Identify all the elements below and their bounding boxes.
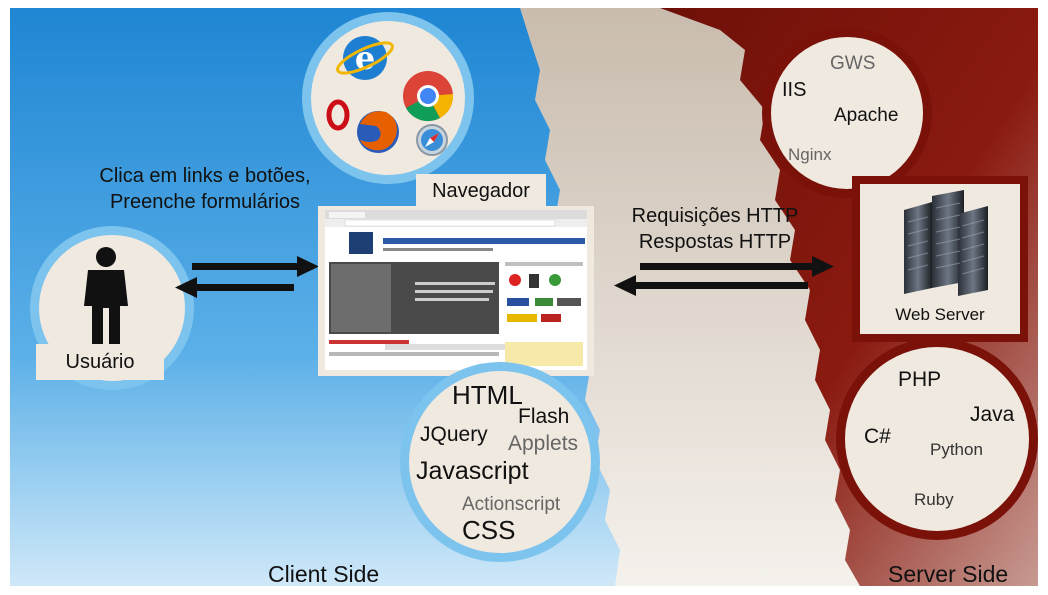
server-rack-icon xyxy=(904,190,988,296)
web-server-label: Web Server xyxy=(895,305,985,324)
browser-screenshot xyxy=(325,210,587,370)
tech-applets: Applets xyxy=(508,432,579,455)
lang-csharp: C# xyxy=(864,425,891,448)
lang-ruby: Ruby xyxy=(914,490,954,509)
server-languages-circle xyxy=(836,338,1038,540)
client-tech-circle xyxy=(400,362,600,562)
software-apache: Apache xyxy=(834,105,899,126)
arrow-left-icon xyxy=(175,277,294,298)
lang-java: Java xyxy=(970,403,1015,426)
safari-icon xyxy=(416,124,448,156)
arrow-right-icon xyxy=(192,256,319,277)
tech-flash: Flash xyxy=(518,405,570,428)
software-nginx: Nginx xyxy=(788,145,832,164)
server-software-circle xyxy=(762,28,932,198)
tech-css: CSS xyxy=(462,515,516,545)
browser-label-box xyxy=(416,174,546,208)
lang-php: PHP xyxy=(898,368,942,391)
user-action-line-1: Clica em links e botões, xyxy=(99,165,311,187)
arrow-left-icon xyxy=(614,275,808,296)
svg-text:e: e xyxy=(355,39,375,77)
tech-html: HTML xyxy=(452,380,523,410)
person-icon xyxy=(84,247,128,344)
opera-icon xyxy=(326,99,350,131)
user-action-line-2: Preenche formulários xyxy=(109,191,301,213)
internet-explorer-icon: e xyxy=(336,36,394,80)
tech-actionscript: Actionscript xyxy=(462,494,561,515)
tech-javascript: Javascript xyxy=(416,457,529,485)
user-label-box xyxy=(36,344,164,380)
http-responses-label: Respostas HTTP xyxy=(638,231,792,253)
browser-icons: e xyxy=(326,36,454,156)
lang-python: Python xyxy=(930,440,983,459)
client-side-label: Client Side xyxy=(268,561,380,587)
arrow-right-icon xyxy=(640,256,834,277)
chrome-icon xyxy=(403,71,454,122)
http-requests-label: Requisições HTTP xyxy=(631,205,799,227)
http-arrows xyxy=(614,256,834,296)
user-label: Usuário xyxy=(65,351,135,373)
software-iis: IIS xyxy=(782,79,807,101)
firefox-icon xyxy=(357,111,399,153)
server-side-label: Server Side xyxy=(888,561,1009,587)
user-browser-arrows xyxy=(175,256,319,298)
tech-jquery: JQuery xyxy=(420,423,488,446)
software-gws: GWS xyxy=(830,53,876,74)
browser-label: Navegador xyxy=(432,180,530,202)
